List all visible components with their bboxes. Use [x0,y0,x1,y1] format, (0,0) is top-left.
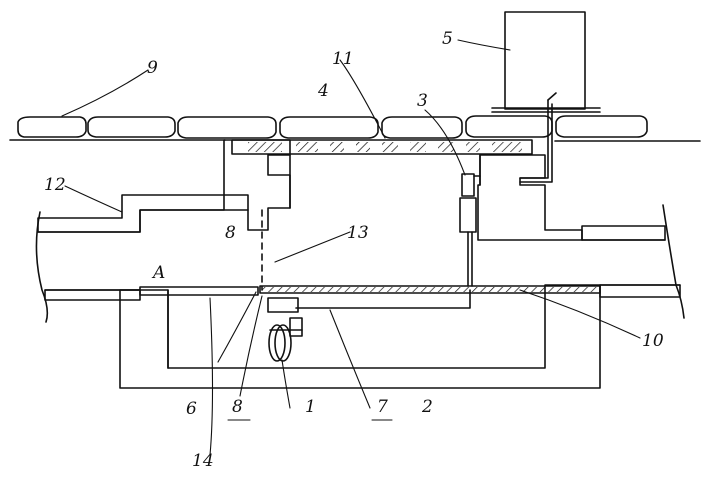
device-5 [491,11,601,113]
sensor-3 [459,173,481,287]
lower-plate [139,286,259,296]
label-6: 6 [186,399,197,419]
label-14: 14 [192,451,214,471]
line-7 [295,289,471,309]
grating-cover [231,139,533,155]
label-13: 13 [347,223,369,243]
label-8-upper: 8 [225,223,236,243]
label-4: 4 [317,81,329,101]
control-line-hook [547,92,557,101]
label-7: 7 [377,397,388,417]
pipe-end-right [662,204,685,319]
pump-1 [267,297,303,362]
label-1: 1 [305,397,316,417]
label-12: 12 [44,175,66,195]
label-11: 11 [332,49,354,69]
label-10: 10 [642,331,664,351]
label-2: 2 [421,397,433,417]
inlet-pipe [37,209,249,291]
label-8-lower: 8 [232,397,243,417]
label-5: 5 [442,29,453,49]
outlet-pipe [581,239,681,286]
divider-plate [259,285,601,294]
label-9: 9 [147,58,158,78]
concrete-walls [37,139,681,389]
ground-line [9,139,701,142]
label-3: 3 [417,91,428,111]
pipe-end-left [35,211,49,323]
chamber-4 [289,154,481,209]
label-a: A [151,263,165,283]
leader-lines [61,39,641,456]
control-line [519,99,553,183]
